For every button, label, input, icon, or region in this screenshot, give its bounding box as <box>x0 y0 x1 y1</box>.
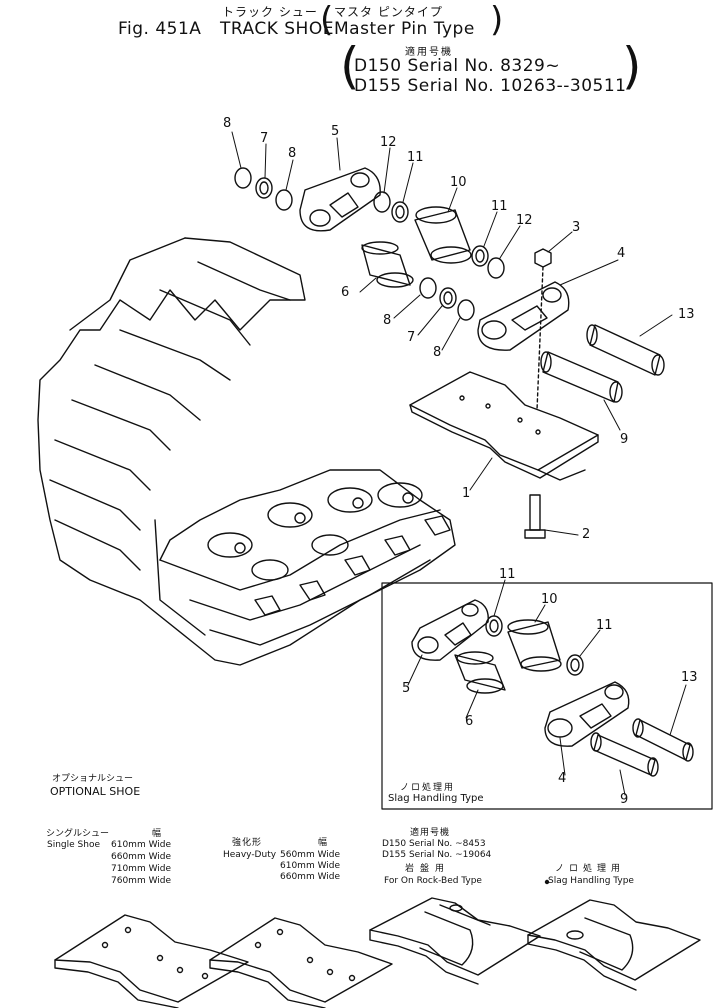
optional-title: OPTIONAL SHOE <box>50 785 141 798</box>
rock-bed-jp-label: 岩盤用 <box>405 864 451 874</box>
single-shoe-jp-label: シングルシュー <box>46 829 110 839</box>
callout-6: 6 <box>341 285 350 300</box>
serial-line-1: D150 Serial No. 8329~ <box>354 56 561 76</box>
inset-parts-drawing <box>411 599 694 777</box>
callout-8: 8 <box>383 313 392 328</box>
rock-bed-label: For On Rock-Bed Type <box>384 876 482 886</box>
inset-callout-4: 4 <box>558 771 567 786</box>
single-shoe-label: Single Shoe <box>47 840 100 850</box>
inset-callout-11: 11 <box>596 618 613 633</box>
optional-shoe-drawings <box>54 879 701 1008</box>
single-shoe-jp-width: 幅 <box>152 829 162 839</box>
callout-8: 8 <box>223 116 232 131</box>
close-paren: ) <box>490 0 504 40</box>
inset-callout-13: 13 <box>681 670 698 685</box>
leader-lines <box>231 131 687 796</box>
single-shoe-width: 760mm Wide <box>111 876 172 886</box>
open-paren-large: ( <box>340 37 360 95</box>
header-jp-applicable: 適用号機 <box>405 47 453 58</box>
heavy-duty-width: 610mm Wide <box>280 861 341 871</box>
open-paren: ( <box>320 0 334 40</box>
close-paren-large: ) <box>622 37 642 95</box>
inset-callout-5: 5 <box>402 681 411 696</box>
inset-box <box>381 582 713 810</box>
callout-5: 5 <box>331 124 340 139</box>
callout-8: 8 <box>433 345 442 360</box>
callout-10: 10 <box>450 175 467 190</box>
callout-9: 9 <box>620 432 629 447</box>
single-shoe-width: 660mm Wide <box>111 852 172 862</box>
inset-jp-caption: ノロ処理用 <box>400 783 456 793</box>
callout-13: 13 <box>678 307 695 322</box>
heavy-duty-width: 560mm Wide <box>280 850 341 860</box>
callout-7: 7 <box>260 131 269 146</box>
header-jp-title: トラック シュー <box>222 5 318 19</box>
inset-callout-9: 9 <box>620 792 629 807</box>
callout-12: 12 <box>516 213 533 228</box>
single-shoe-width: 610mm Wide <box>111 840 172 850</box>
single-shoe-width: 710mm Wide <box>111 864 172 874</box>
inset-callout-10: 10 <box>541 592 558 607</box>
rock-bed-jp-applicable: 適用号機 <box>410 828 451 838</box>
pin-type-label: Master Pin Type <box>334 19 475 39</box>
inset-callout-6: 6 <box>465 714 474 729</box>
callout-4: 4 <box>617 246 626 261</box>
slag-jp-label: ノロ処理用 <box>555 864 626 874</box>
callout-2: 2 <box>582 527 591 542</box>
exploded-parts-drawing <box>234 167 665 539</box>
inset-caption: Slag Handling Type <box>388 793 484 804</box>
track-assembly-drawing <box>37 237 456 666</box>
optional-jp-title: オプショナルシュー <box>52 774 134 784</box>
figure-number: Fig. 451A <box>118 19 202 39</box>
callout-11: 11 <box>491 199 508 214</box>
heavy-duty-width: 660mm Wide <box>280 872 341 882</box>
serial-line-2: D155 Serial No. 10263--30511 <box>354 76 627 96</box>
slag-label: Slag Handling Type <box>548 876 634 886</box>
callout-7: 7 <box>407 330 416 345</box>
callout-8: 8 <box>288 146 297 161</box>
callout-12: 12 <box>380 135 397 150</box>
inset-callout-11: 11 <box>499 567 516 582</box>
rock-bed-serial-1: D150 Serial No. ~8453 <box>382 839 486 849</box>
callout-11: 11 <box>407 150 424 165</box>
callout-1: 1 <box>462 486 471 501</box>
rock-bed-serial-2: D155 Serial No. ~19064 <box>382 850 492 860</box>
figure-title: TRACK SHOE <box>220 19 334 39</box>
header-jp-type: マスタ ピンタイプ <box>334 5 443 19</box>
heavy-duty-jp-width: 幅 <box>318 838 328 848</box>
heavy-duty-jp-label: 強化形 <box>232 838 263 848</box>
heavy-duty-label: Heavy-Duty <box>223 850 277 860</box>
callout-3: 3 <box>572 220 581 235</box>
